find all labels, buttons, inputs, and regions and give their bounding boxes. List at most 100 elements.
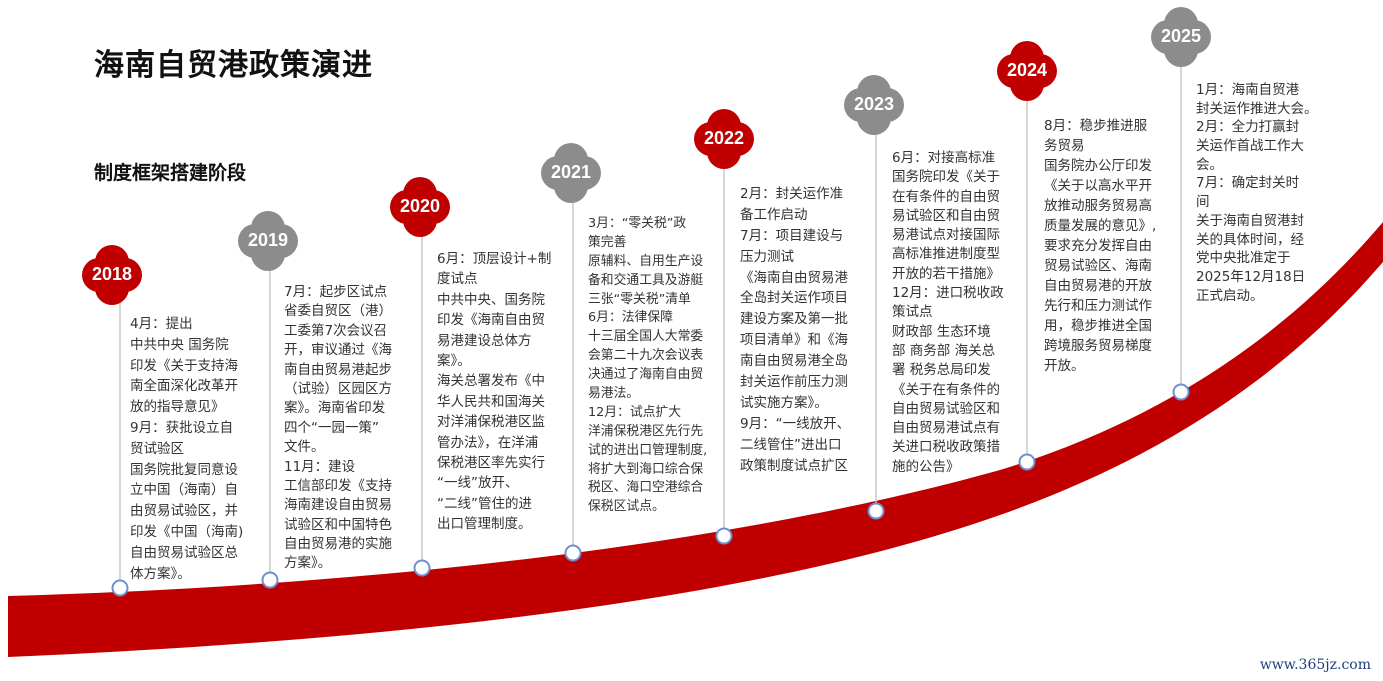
- policy-line: 工委第7次会议召: [284, 322, 388, 339]
- policy-line: 关运作首战工作大: [1196, 138, 1304, 155]
- policy-line: 自由贸易试验区和: [892, 400, 1000, 417]
- policy-line: 自由贸易港试点有: [892, 420, 1000, 437]
- policy-line: 先行和压力测试作: [1044, 298, 1152, 314]
- timeline-node-2023: [867, 502, 885, 520]
- year-badge-2020: [390, 177, 450, 237]
- policy-line: 施的公告》: [892, 458, 960, 475]
- red-swoosh-band: [8, 222, 1383, 657]
- policy-line: 洋浦保税港区先行先: [588, 423, 704, 439]
- year-label: 2025: [1160, 26, 1202, 46]
- policy-line: 十三届全国人大常委: [588, 329, 704, 345]
- policy-line: 政策制度试点扩区: [740, 457, 848, 474]
- year-label: 2023: [853, 94, 895, 114]
- policy-line: 放推动服务贸易高: [1044, 198, 1152, 214]
- policy-line: 出口管理制度。: [437, 516, 532, 533]
- policy-line: 封关运作前压力测: [740, 374, 848, 391]
- policy-line: 印发《海南自由贸: [437, 312, 545, 329]
- policy-line: 高标准推进制度型: [892, 246, 1000, 263]
- policy-line: 1月：海南自贸港: [1196, 82, 1300, 98]
- year-badge-2024: [997, 41, 1057, 101]
- timeline-node-2022: [715, 527, 733, 545]
- policy-line: 案》。海南省印发: [284, 400, 386, 417]
- timeline-node-2020: [413, 559, 431, 577]
- policy-line: 开，审议通过《海: [284, 342, 392, 359]
- policy-line: 7月：起步区试点: [284, 284, 388, 300]
- policy-line: 6月：顶层设计+制: [437, 251, 552, 267]
- policy-line: 文件。: [284, 439, 325, 456]
- policy-line: 2月：封关运作准: [740, 186, 844, 202]
- policy-line: 国务院办公厅印发: [1044, 158, 1152, 174]
- policy-line: 体方案》。: [130, 565, 191, 582]
- policy-line: 备工作启动: [740, 206, 808, 223]
- policy-line: 开放。: [1044, 358, 1085, 374]
- policy-line: 华人民共和国海关: [437, 393, 545, 410]
- policy-line: 会第二十九次会议表: [588, 348, 704, 364]
- policy-line: 立中国（海南）自: [130, 482, 238, 499]
- policy-line: 2月：全力打赢封: [1196, 119, 1300, 136]
- policy-line: 由贸易试验区，并: [130, 503, 238, 520]
- policy-line: “一线”放开、: [437, 475, 519, 492]
- policy-line: 将扩大到海口综合保: [588, 461, 704, 477]
- page-title: 海南自贸港政策演进: [94, 48, 373, 83]
- policy-line: 党中央批准定于: [1196, 250, 1291, 267]
- policy-line: 海南建设自由贸易: [284, 497, 392, 514]
- year-label: 2018: [91, 264, 133, 284]
- policy-line: 关于海南自贸港封: [1196, 212, 1304, 229]
- policy-line: 保税港区率先实行: [437, 454, 545, 471]
- policy-line: 试验区和中国特色: [284, 516, 392, 533]
- watermark: www.365jz.com: [1259, 657, 1371, 673]
- policy-line: 中共中央、国务院: [437, 291, 545, 308]
- timeline-node-2024: [1018, 453, 1036, 471]
- policy-line: 省委自贸区（港）: [284, 303, 392, 320]
- policy-line: 贸试验区: [130, 440, 184, 457]
- policy-line: 12月：试点扩大: [588, 404, 682, 420]
- year-badge-2018: [82, 245, 142, 305]
- policy-line: 对洋浦保税港区监: [437, 414, 545, 431]
- policy-line: 跨境服务贸易梯度: [1044, 338, 1152, 354]
- policy-line: 印发《中国（海南): [130, 523, 244, 540]
- year-label: 2020: [399, 196, 441, 216]
- policy-line: 项目清单》和《海: [740, 332, 848, 349]
- policy-line: 易港建设总体方: [437, 332, 532, 349]
- policy-line: 管办法》，在洋浦: [437, 434, 539, 451]
- policy-line: 财政部 生态环境: [892, 323, 991, 340]
- policy-line: 9月：“一线放开、: [740, 415, 851, 432]
- year-badge-2019: [238, 211, 298, 271]
- policy-line: 度试点: [437, 271, 478, 288]
- policy-line: 建设方案及第一批: [740, 311, 848, 328]
- policy-line: 南全面深化改革开: [130, 378, 238, 395]
- policy-line: 部 商务部 海关总: [892, 342, 996, 359]
- policy-line: “二线”管住的进: [437, 495, 532, 512]
- timeline-node-2025: [1172, 383, 1190, 401]
- policy-line: 自由贸易港的实施: [284, 536, 392, 553]
- policy-line: 用，稳步推进全国: [1044, 318, 1152, 334]
- year-badge-2025: [1151, 7, 1211, 67]
- policy-line: 署 税务总局印发: [892, 362, 991, 379]
- policy-line: 12月：进口税收政: [892, 285, 1004, 302]
- policy-line: 在有条件的自由贸: [892, 188, 1000, 205]
- year-label: 2019: [247, 230, 289, 250]
- policy-line: 贸易试验区、海南: [1044, 258, 1152, 274]
- policy-line: 中共中央 国务院: [130, 336, 229, 353]
- policy-line: 国务院印发《关于: [892, 169, 1000, 186]
- policy-line: 9月：获批设立自: [130, 419, 234, 436]
- policy-text-2023: 6月：对接高标准国务院印发《关于在有条件的自由贸易试验区和自由贸易港试点对接国际…: [892, 149, 1004, 477]
- policy-line: 3月：“零关税”政: [588, 216, 687, 231]
- policy-line: 保税区试点。: [588, 499, 665, 515]
- year-label: 2021: [550, 162, 592, 182]
- policy-line: 易试验区和自由贸: [892, 207, 1000, 224]
- policy-line: 全岛封关运作项目: [740, 290, 848, 307]
- policy-line: 务贸易: [1044, 138, 1085, 154]
- stage-subtitle: 制度框架搭建阶段: [94, 162, 247, 184]
- policy-line: 易港法。: [588, 386, 640, 402]
- year-badge-2021: [541, 143, 601, 203]
- policy-line: （试验）区园区方: [284, 380, 392, 397]
- policy-text-2019: 7月：起步区试点省委自贸区（港）工委第7次会议召开，审议通过《海南自由贸易港起步…: [284, 283, 392, 574]
- policy-line: 策完善: [588, 234, 627, 250]
- policy-line: 质量发展的意见》,: [1044, 218, 1157, 234]
- policy-line: 原辅料、自用生产设: [588, 253, 704, 269]
- policy-text-2018: 4月：提出中共中央 国务院印发《关于支持海南全面深化改革开放的指导意见》9月：获…: [130, 314, 243, 584]
- policy-line: 《关于以高水平开: [1044, 178, 1152, 194]
- policy-line: 《海南自由贸易港: [740, 269, 848, 286]
